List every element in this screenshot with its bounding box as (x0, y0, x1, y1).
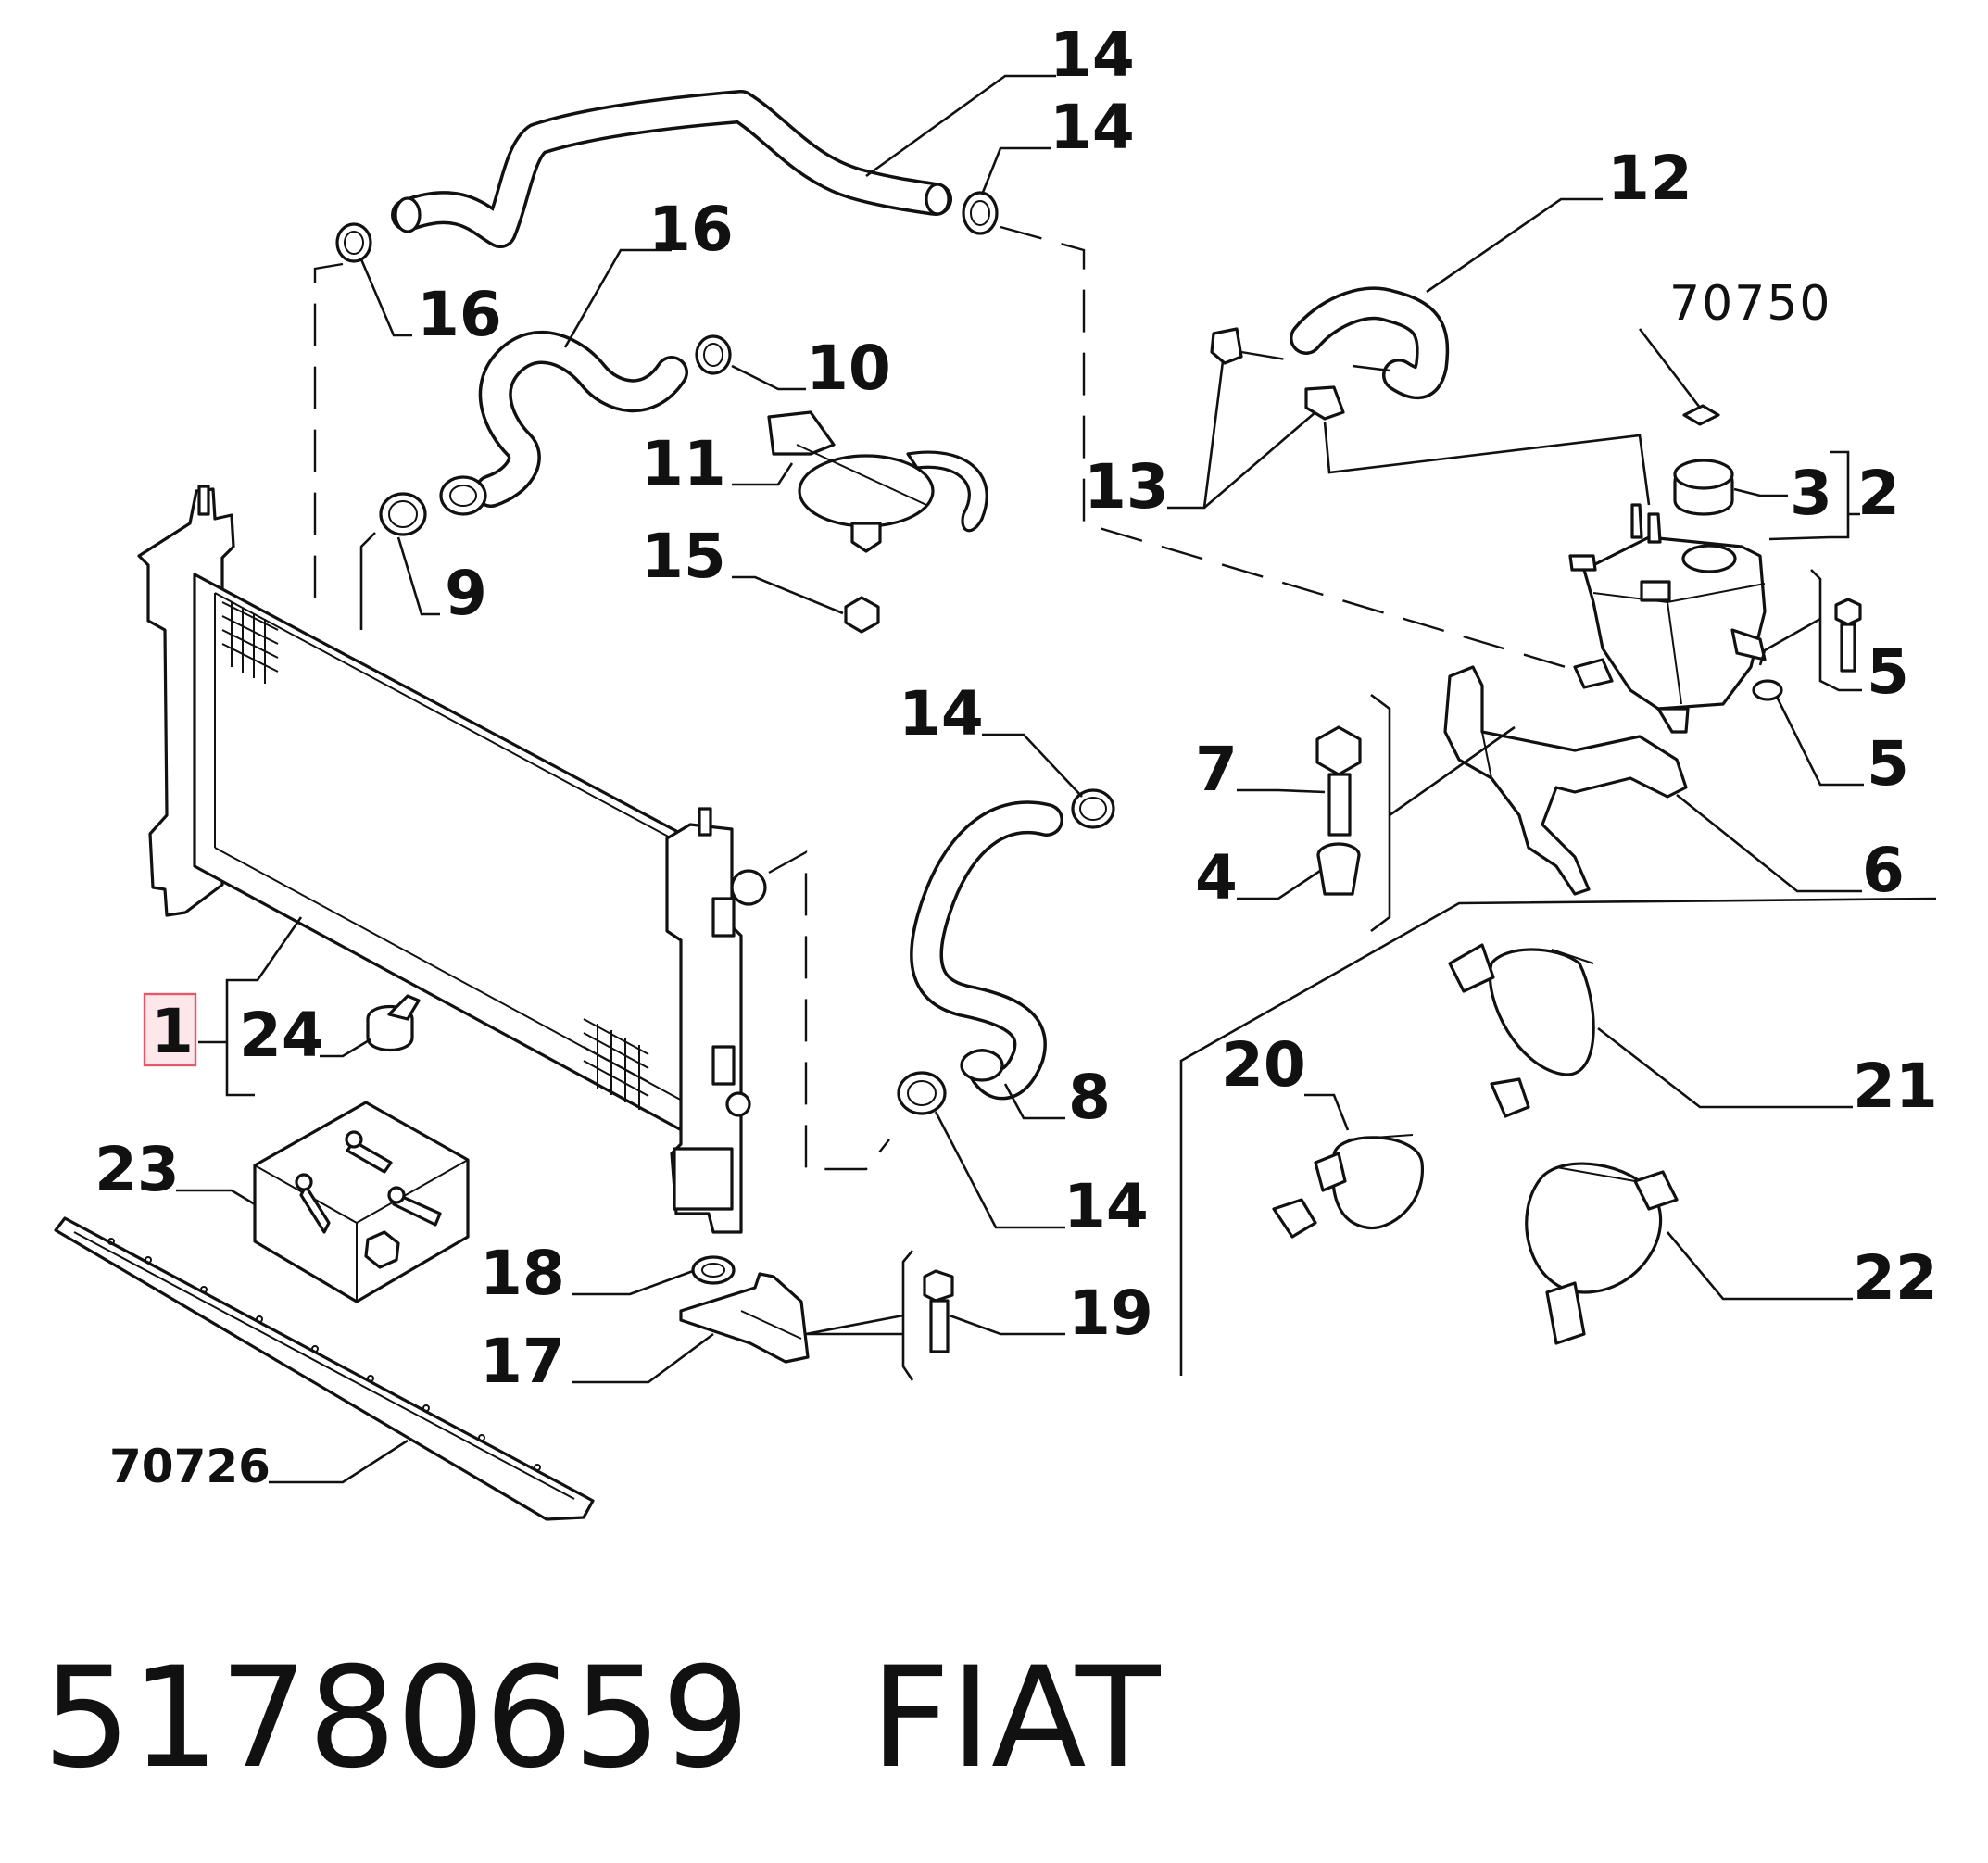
part-16-clamp-left (335, 222, 372, 263)
part-14-clamp-hose8-bottom (897, 1071, 947, 1115)
part-15-nut (844, 596, 880, 634)
part-5-bolt-right (1834, 598, 1862, 673)
label-16-left: 16 (417, 279, 502, 350)
label-17: 17 (480, 1326, 565, 1397)
part-8-hose (910, 800, 1063, 1101)
part-70726-strip (54, 1216, 595, 1521)
label-14-left: 9 (445, 558, 487, 629)
highlight-box (143, 992, 197, 1067)
label-24: 24 (239, 1000, 324, 1071)
part-3-cap (1673, 459, 1734, 516)
label-22: 22 (1853, 1242, 1938, 1314)
label-13: 13 (1084, 451, 1169, 522)
part-14-clamp-hose9-top (695, 334, 732, 375)
label-4: 6 (1862, 835, 1905, 906)
part-70750-label (1682, 404, 1720, 426)
part-24-cap (366, 994, 421, 1052)
radiator (137, 485, 767, 1234)
label-15: 15 (641, 521, 726, 592)
part-10-hose (391, 90, 952, 248)
label-10: 14 (1050, 19, 1135, 91)
label-5-right: 5 (1867, 636, 1909, 708)
part-4-bracket (1443, 665, 1688, 896)
part-12-hose (1290, 286, 1450, 400)
label-11: 11 (641, 428, 726, 499)
part-19-bolt (923, 1269, 954, 1353)
label-6: 5 (1867, 728, 1909, 799)
part-11-thermostat (767, 410, 988, 553)
part-18-o-ring (691, 1255, 736, 1285)
label-14-upper-right: 14 (899, 678, 984, 749)
part-number: 51780659 (43, 1638, 750, 1799)
part-2-expansion-tank (1568, 503, 1767, 734)
label-18: 18 (480, 1238, 565, 1309)
part-16-clamp-right (962, 191, 999, 235)
label-7: 4 (1195, 842, 1238, 913)
label-14-lower: 14 (1063, 1171, 1149, 1242)
label-21: 21 (1853, 1051, 1938, 1122)
part-17-bracket (679, 1272, 810, 1364)
label-14-top-middle: 10 (806, 333, 891, 404)
label-19: 19 (1068, 1278, 1153, 1349)
part-9-hose (439, 331, 688, 516)
label-2: 2 (1857, 458, 1900, 529)
part-7-nut (1316, 842, 1361, 896)
part-6-washer (1752, 679, 1783, 701)
part-14-clamp-hose9-bottom (379, 492, 427, 536)
part-23-bolt-kit (253, 1101, 470, 1303)
part-14-clamp-hose8-top (1071, 788, 1115, 829)
part-13-clamps (1210, 327, 1345, 421)
part-21-clamp (1448, 943, 1595, 1118)
label-5-middle: 7 (1195, 734, 1238, 805)
label-9: 16 (648, 194, 734, 265)
label-1: 1 (151, 996, 194, 1067)
part-22-clamp (1525, 1162, 1679, 1345)
label-3: 3 (1790, 458, 1832, 529)
brand-name: FIAT (870, 1638, 1161, 1799)
part-20-clamp (1272, 1134, 1424, 1239)
label-23: 23 (94, 1134, 180, 1205)
part-5-bolt-middle (1315, 725, 1362, 837)
label-16-upper-right: 14 (1050, 92, 1135, 163)
label-8: 8 (1068, 1062, 1111, 1133)
label-20: 20 (1221, 1029, 1306, 1101)
label-12: 12 (1607, 143, 1692, 214)
label-70726: 70726 (109, 1440, 271, 1493)
label-70750: 70750 (1669, 276, 1831, 332)
